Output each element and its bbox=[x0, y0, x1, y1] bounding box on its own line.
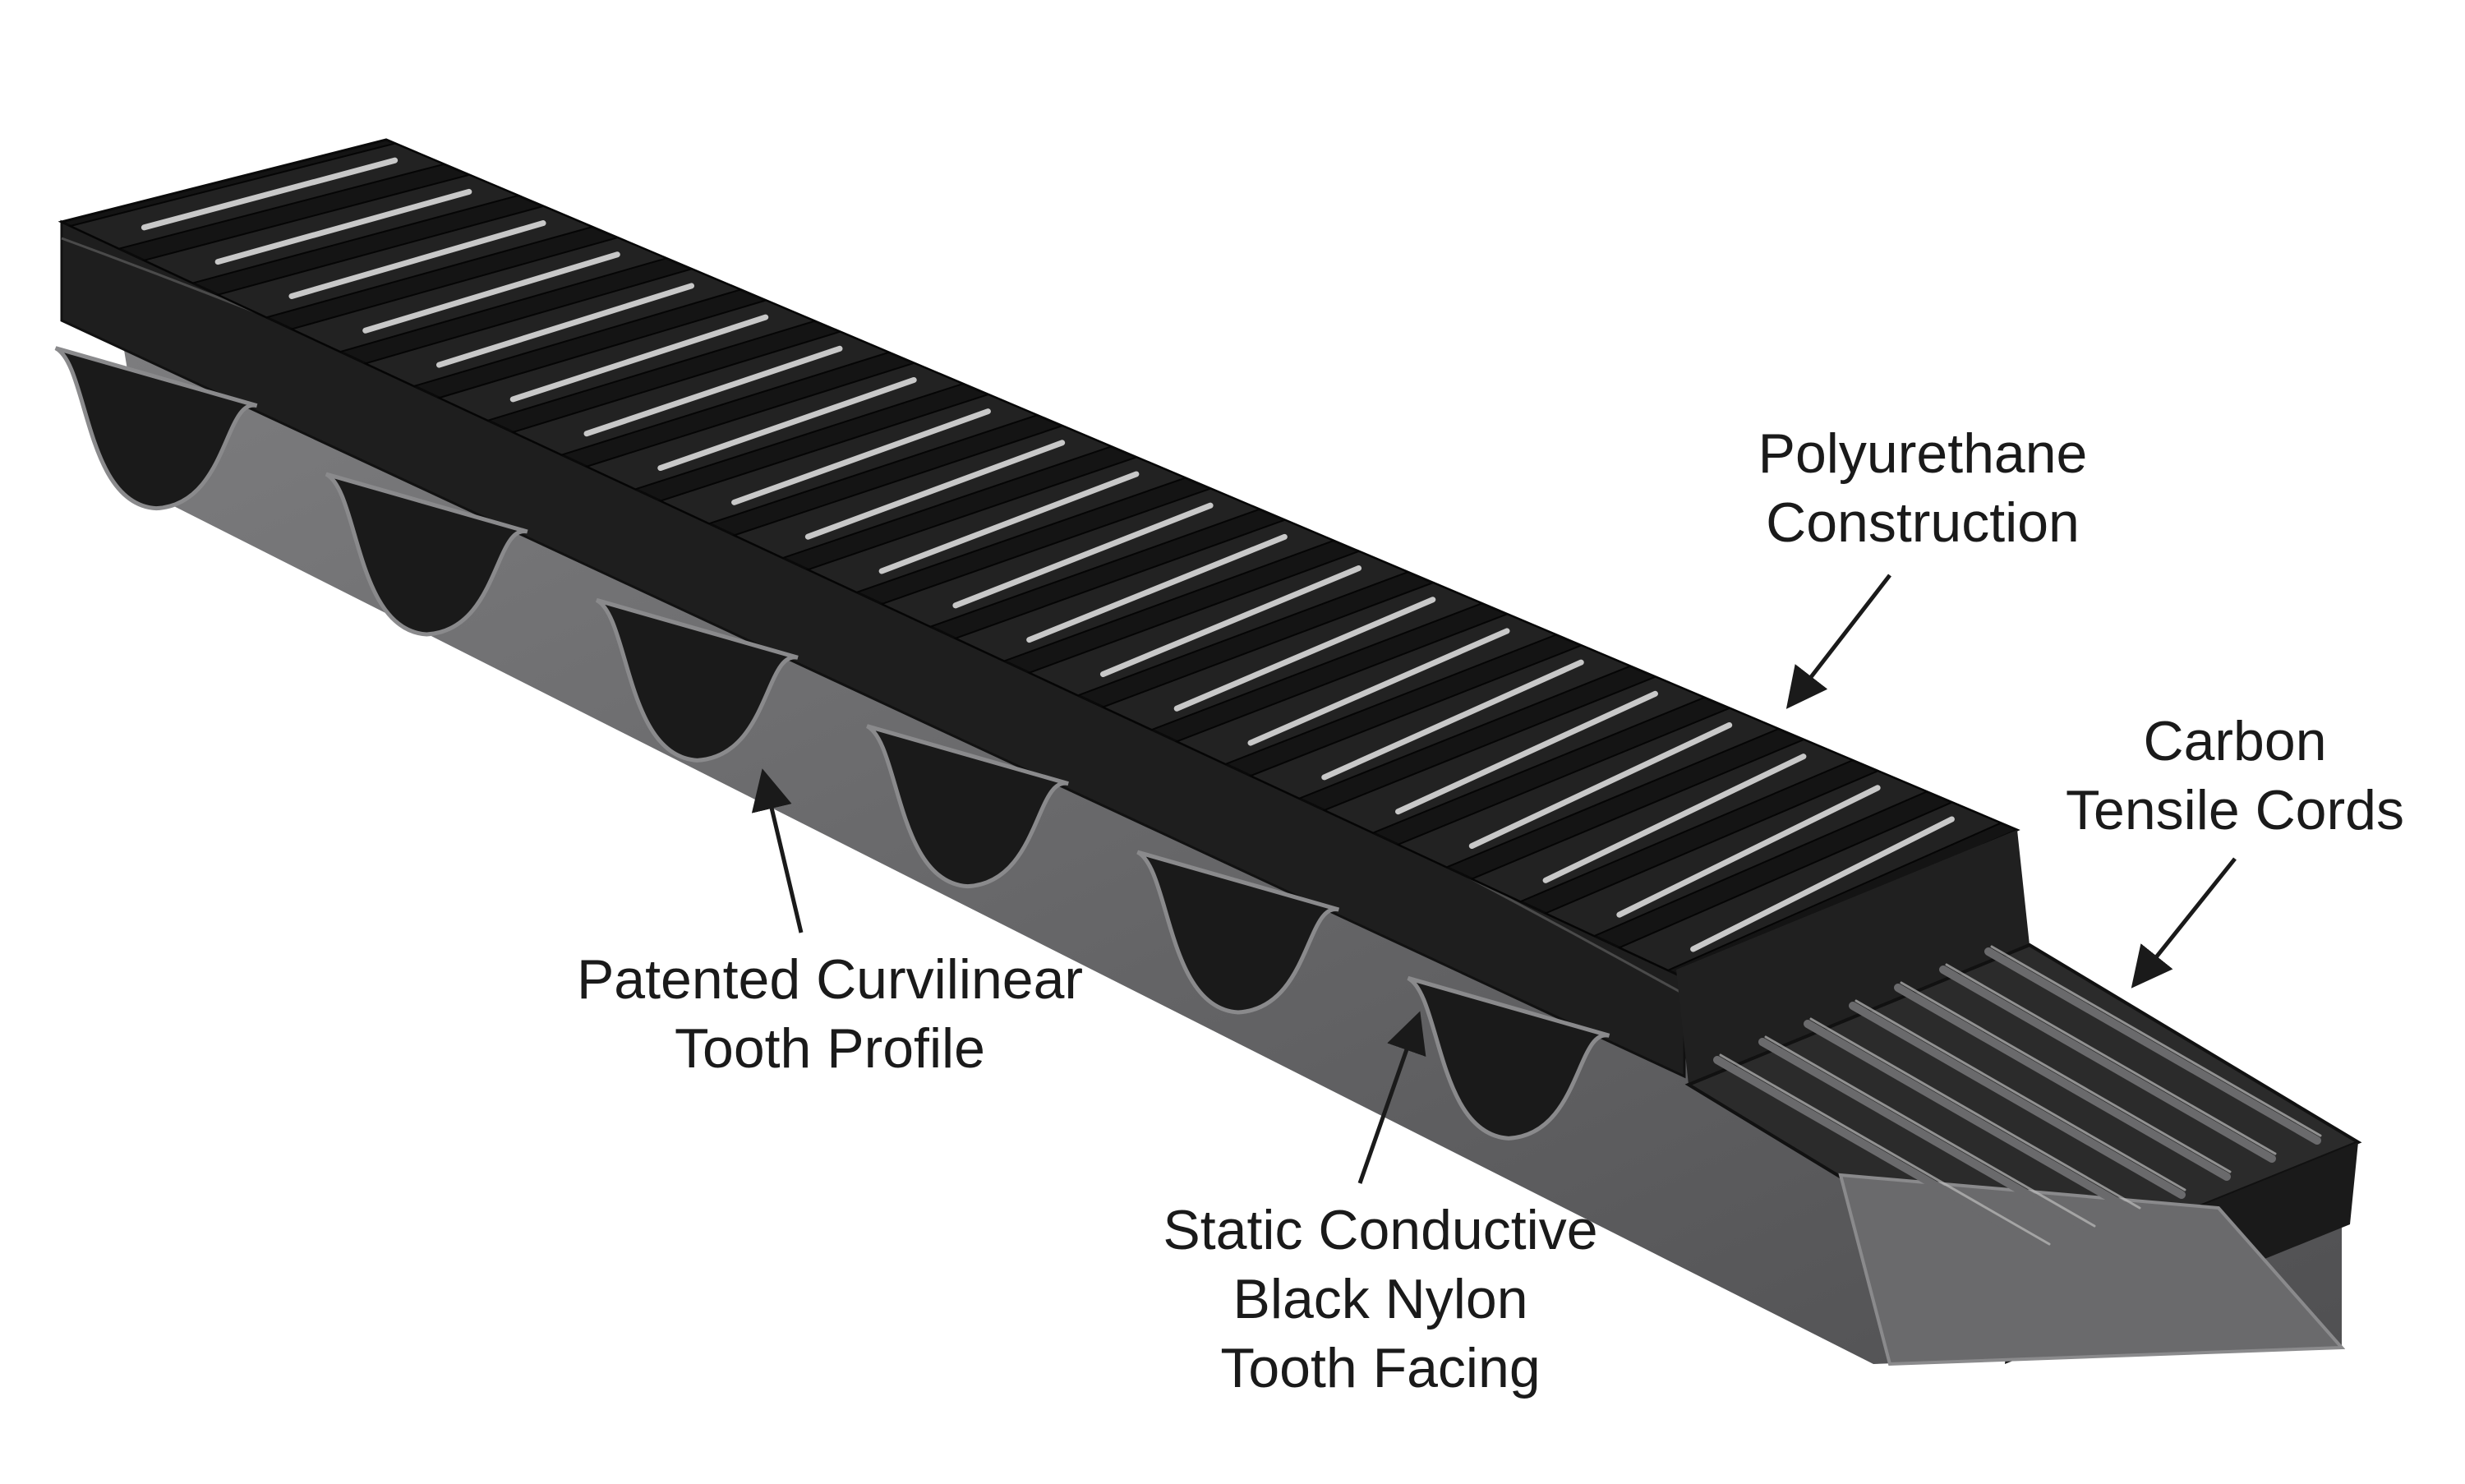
arrow-icon bbox=[2131, 857, 2237, 989]
label-curvilinear-tooth-profile: Patented Curvilinear Tooth Profile bbox=[493, 945, 1167, 1083]
label-line: Polyurethane bbox=[1758, 422, 2088, 485]
label-line: Patented Curvilinear bbox=[576, 948, 1084, 1011]
belt-cross-section bbox=[1676, 830, 2362, 1366]
label-line: Tensile Cords bbox=[2066, 779, 2404, 841]
label-polyurethane-construction: Polyurethane Construction bbox=[1668, 419, 2177, 557]
belt-side-face bbox=[54, 219, 1686, 1141]
label-line: Static Conductive bbox=[1163, 1199, 1598, 1261]
arrow-icon bbox=[1357, 1011, 1426, 1184]
label-line: Construction bbox=[1766, 491, 2080, 554]
belt-top-surface bbox=[58, 138, 2020, 979]
callout-arrows bbox=[751, 574, 2237, 1184]
label-carbon-tensile-cords: Carbon Tensile Cords bbox=[2005, 707, 2465, 845]
label-line: Carbon bbox=[2143, 710, 2327, 772]
label-line: Tooth Profile bbox=[675, 1017, 985, 1080]
arrow-icon bbox=[751, 768, 804, 933]
label-static-conductive-tooth-facing: Static Conductive Black Nylon Tooth Faci… bbox=[1068, 1196, 1693, 1403]
carbon-tensile-cords bbox=[1713, 945, 2322, 1253]
label-line: Tooth Facing bbox=[1220, 1337, 1541, 1399]
arrow-icon bbox=[1785, 574, 1891, 709]
label-line: Black Nylon bbox=[1232, 1268, 1528, 1330]
